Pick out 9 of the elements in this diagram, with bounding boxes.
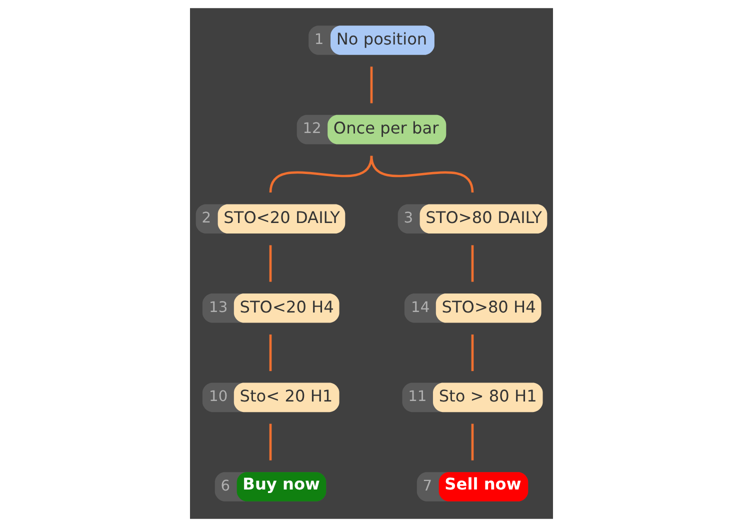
connector <box>471 334 474 372</box>
connector <box>269 424 272 460</box>
connector <box>471 424 474 460</box>
connector <box>269 245 272 282</box>
connector <box>269 334 272 372</box>
connector <box>269 156 373 193</box>
connector <box>471 245 474 282</box>
connector <box>370 156 474 193</box>
connector <box>370 66 373 104</box>
